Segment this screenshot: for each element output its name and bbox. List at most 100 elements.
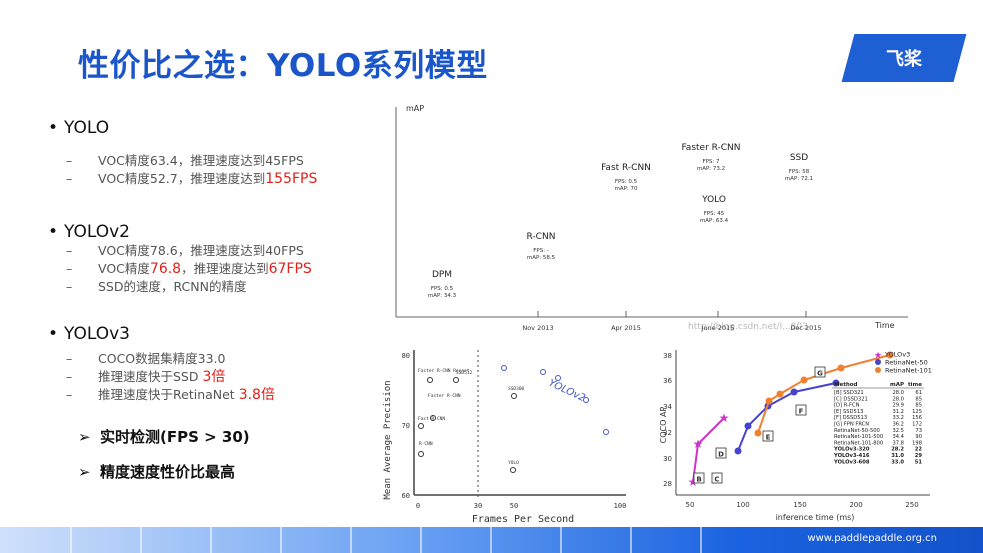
- retinanet-50-series-line: [737, 382, 837, 452]
- highlight-value: 3.8倍: [238, 387, 275, 403]
- y-tick-label: 60: [402, 492, 410, 500]
- highlight-value: 155FPS: [265, 171, 318, 187]
- legend-label: RetinaNet-50: [885, 359, 928, 367]
- table-cell: 33.0: [891, 459, 904, 465]
- table-cell: 198: [912, 440, 922, 446]
- x-tick-label: 150: [793, 501, 806, 509]
- x-tick-label: Nov 2013: [522, 324, 553, 332]
- method-label: R-CNN: [419, 441, 433, 447]
- point-marker: [776, 390, 784, 398]
- timeline-chart: mAP Time http://blog.csdn.net/l...803 No…: [395, 104, 908, 332]
- arrow-icon: ➢: [78, 463, 91, 481]
- point-name: SSD: [790, 153, 808, 163]
- y-axis-label: COCO AP: [659, 407, 668, 444]
- x-axis-label: inference time (ms): [776, 513, 855, 522]
- x-tick-label: Apr 2015: [611, 324, 641, 332]
- table-cell: [D] R-FCN: [834, 403, 860, 409]
- yolov2-point: [603, 429, 609, 435]
- box-marker: [711, 472, 723, 484]
- table-cell: 36.2: [892, 422, 904, 428]
- series-lines: ★ ★ ★: [688, 351, 894, 489]
- footer-divider: [350, 527, 352, 553]
- method-label: Faster R-CNN: [428, 393, 461, 399]
- x-tick-label: 30: [474, 502, 482, 510]
- list-item: –VOC精度52.7，推理速度达到155FPS: [66, 171, 318, 187]
- table-header: mAP: [890, 382, 904, 388]
- table-cell: 37.8: [892, 440, 904, 446]
- point-marker: [765, 397, 773, 405]
- table-cell: 28.0: [892, 396, 904, 402]
- retinanet-101-series-line: [757, 354, 891, 434]
- table-cell: 28.2: [891, 447, 904, 453]
- star-marker: ★: [693, 437, 704, 451]
- point-marker: [744, 422, 752, 430]
- footer-divider: [280, 527, 282, 553]
- highlight-item: ➢实时检测(FPS > 30): [78, 426, 275, 447]
- list-item: –VOC精度63.4，推理速度达到45FPS: [66, 153, 304, 168]
- data-points: [418, 365, 609, 473]
- point-map: mAP: 73.2: [697, 166, 725, 172]
- table-cell: YOLOv3-320: [833, 447, 870, 453]
- point-map: mAP: 34.3: [428, 293, 457, 299]
- table-cell: 85: [915, 403, 922, 409]
- table-cell: 90: [915, 434, 922, 440]
- point-marker: [886, 351, 894, 359]
- x-axis-label: Time: [874, 321, 895, 330]
- list-item: –VOC精度76.8，推理速度达到67FPS: [66, 261, 312, 277]
- table-cell: 61: [915, 390, 922, 396]
- section-heading: •YOLOv2: [48, 222, 130, 242]
- table-cell: 22: [915, 447, 923, 453]
- point-fps: FPS: 58: [789, 169, 810, 175]
- method-label: Faster R-CNN Resnet: [418, 368, 470, 374]
- point-name: Faster R-CNN: [681, 143, 740, 153]
- footer-divider: [700, 527, 702, 553]
- y-tick-label: 38: [663, 352, 672, 360]
- item-text: 推理速度快于SSD: [98, 369, 203, 384]
- item-text: ，推理速度达到: [181, 261, 269, 276]
- yolov2-point: [501, 365, 507, 371]
- method-label: YOLO: [508, 460, 519, 466]
- section-yolov3: •YOLOv3 –COCO数据集精度33.0 –推理速度快于SSD 3倍 –推理…: [48, 324, 275, 482]
- point-name: DPM: [432, 270, 452, 280]
- yolov2-point: [540, 369, 546, 375]
- box-label: G: [817, 370, 823, 378]
- table-cell: 73: [915, 428, 922, 434]
- item-text: COCO数据集精度33.0: [98, 351, 226, 366]
- point-marker: [832, 379, 840, 387]
- table-cell: 51: [915, 459, 923, 465]
- box-label: E: [766, 434, 771, 442]
- item-text: VOC精度63.4，推理速度达到45FPS: [98, 153, 304, 168]
- legend-marker: [875, 367, 881, 373]
- table-cell: 125: [912, 409, 922, 415]
- y-tick-label: 34: [663, 403, 672, 411]
- y-tick-label: 28: [663, 480, 672, 488]
- table-cell: 31.0: [891, 453, 904, 459]
- item-text: VOC精度: [98, 261, 150, 276]
- highlight-value: 67FPS: [268, 261, 312, 277]
- legend-star: ★: [874, 351, 882, 361]
- y-tick-label: 36: [663, 377, 672, 385]
- table-cell: YOLOv3-608: [833, 459, 870, 465]
- point-map: mAP: 72.1: [785, 176, 813, 182]
- point-name: YOLO: [701, 195, 726, 205]
- star-marker: ★: [688, 475, 699, 489]
- heading-text: YOLOv3: [64, 324, 130, 344]
- list-item: –VOC精度78.6，推理速度达到40FPS: [66, 243, 304, 258]
- method-label: SSD300: [508, 386, 525, 392]
- method-label: Fast R-CNN: [418, 416, 445, 422]
- table-cell: 29: [915, 453, 923, 459]
- box-marker: [814, 366, 826, 378]
- footer-divider: [630, 527, 632, 553]
- table-cell: 33.2: [892, 415, 904, 421]
- legend-marker: [875, 359, 881, 365]
- box-label: C: [714, 476, 719, 484]
- table-cell: [C] DSSD321: [834, 396, 868, 402]
- box-label: B: [696, 476, 701, 484]
- x-tick-label: 100: [736, 501, 749, 509]
